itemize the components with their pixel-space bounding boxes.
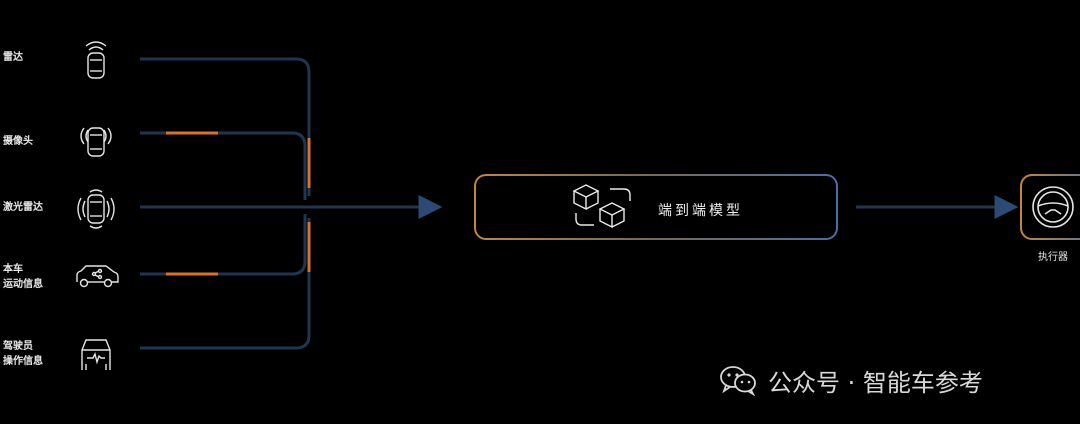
input-label-driver-operation: 驾驶员 操作信息 — [3, 341, 43, 367]
watermark-text: 公众号 · 智能车参考 — [768, 368, 983, 397]
watermark: 公众号 · 智能车参考 — [718, 362, 983, 398]
line-camera — [140, 131, 307, 200]
actuator-label: 执行器 — [1038, 252, 1068, 263]
vehicle-motion-icon — [76, 265, 119, 288]
end-to-end-model-label: 端到端模型 — [658, 203, 743, 219]
radar-car-icon — [85, 41, 107, 79]
driver-operation-icon — [81, 339, 111, 370]
input-label-camera: 摄像头 — [3, 136, 33, 147]
steering-wheel-icon — [1032, 186, 1074, 228]
input-label-vehicle-motion: 本车 运动信息 — [3, 264, 43, 290]
cubes-model-icon — [572, 184, 631, 229]
camera-car-icon — [80, 127, 112, 157]
line-radar — [140, 57, 311, 196]
line-driver — [140, 218, 311, 350]
input-label-lidar: 激光雷达 — [3, 202, 43, 213]
input-label-radar: 雷达 — [3, 52, 23, 63]
line-motion — [140, 214, 307, 276]
wechat-icon — [720, 366, 756, 396]
end-to-end-model-node — [474, 174, 838, 240]
lidar-car-icon — [77, 189, 115, 229]
